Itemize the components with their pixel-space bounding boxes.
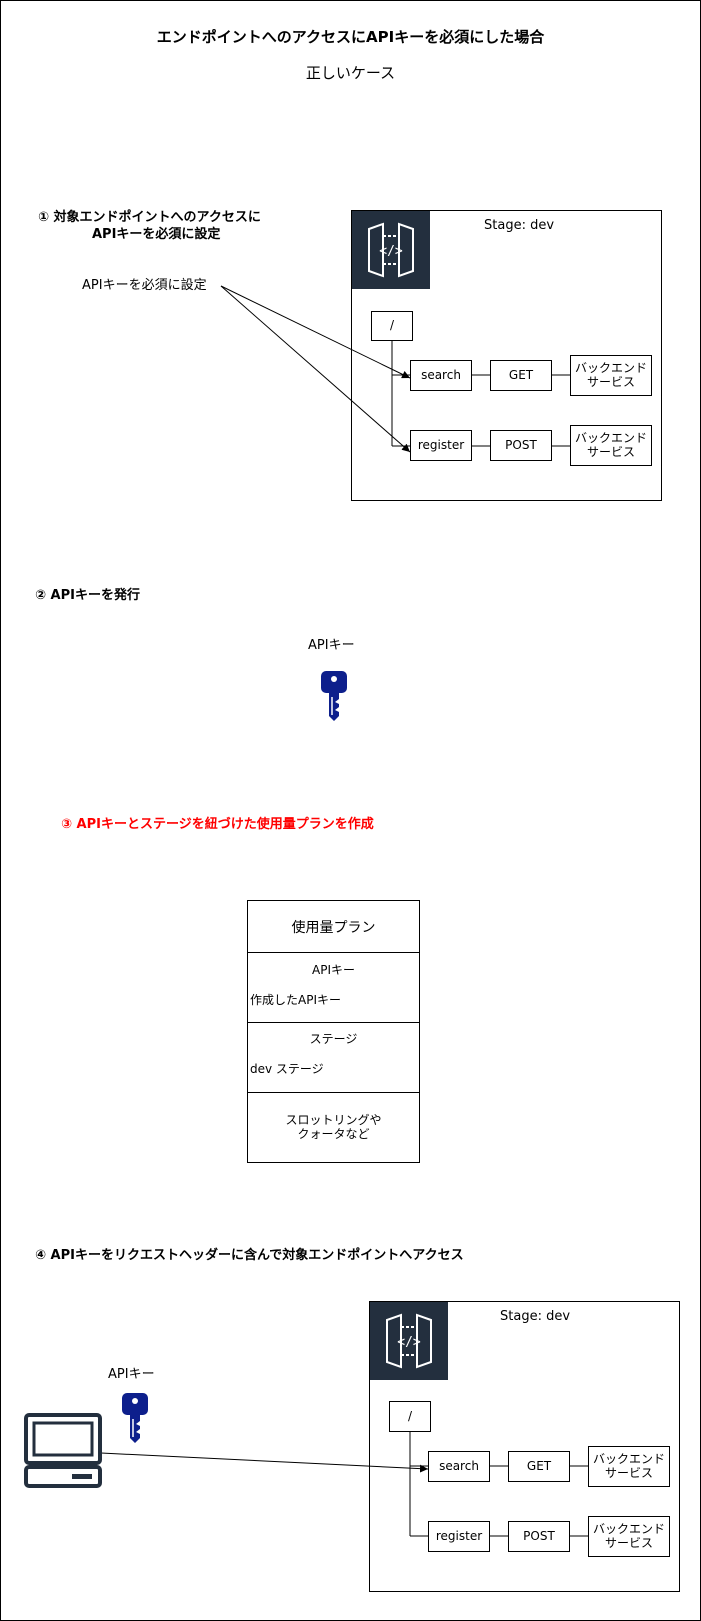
usage-plan-section-apikey-title: APIキー <box>312 963 355 977</box>
usage-plan-section-stage-item: dev ステージ <box>250 1062 324 1076</box>
api-gateway-icon: </> <box>352 211 430 289</box>
key-icon <box>121 1392 149 1444</box>
stage4-connectors <box>409 1431 588 1537</box>
api-key-label-step2: APIキー <box>308 638 355 653</box>
arrow-icon <box>220 285 411 453</box>
step1-heading-line2: APIキーを必須に設定 <box>92 227 221 242</box>
api-key-label-step4: APIキー <box>108 1367 155 1382</box>
method-post-1[interactable]: POST <box>490 430 552 461</box>
computer-icon <box>24 1413 102 1488</box>
resource-root-2[interactable]: / <box>389 1401 431 1432</box>
step1-annotation: APIキーを必須に設定 <box>82 278 207 293</box>
usage-plan-title: 使用量プラン <box>291 919 376 936</box>
usage-plan-section-throttling: スロットリングや クォータなど <box>248 1092 419 1163</box>
stage-container-1 <box>351 210 662 501</box>
resource-search-2[interactable]: search <box>428 1451 490 1482</box>
step1-heading-line1: ① 対象エンドポイントへのアクセスに <box>38 210 261 225</box>
usage-plan-section-stage: ステージ dev ステージ <box>248 1022 419 1092</box>
usage-plan-box: 使用量プラン APIキー 作成したAPIキー ステージ dev ステージ スロッ… <box>247 900 420 1163</box>
step2-heading: ② APIキーを発行 <box>35 588 140 603</box>
arrow-icon <box>220 285 411 379</box>
usage-plan-section-apikey: APIキー 作成したAPIキー <box>248 952 419 1022</box>
method-get-1[interactable]: GET <box>490 360 552 391</box>
method-post-2[interactable]: POST <box>508 1521 570 1552</box>
usage-plan-section-throttling-text: スロットリングや クォータなど <box>285 1113 382 1142</box>
svg-text:</>: </> <box>379 244 403 259</box>
page-title: エンドポイントへのアクセスにAPIキーを必須にした場合 <box>156 28 545 46</box>
step4-heading: ④ APIキーをリクエストヘッダーに含んで対象エンドポイントへアクセス <box>35 1248 464 1263</box>
backend-service-3: バックエンド サービス <box>588 1446 670 1487</box>
method-get-2[interactable]: GET <box>508 1451 570 1482</box>
api-gateway-icon: </> <box>370 1302 448 1380</box>
svg-text:</>: </> <box>397 1335 421 1350</box>
step3-heading: ③ APIキーとステージを紐づけた使用量プランを作成 <box>61 817 374 832</box>
backend-service-1: バックエンド サービス <box>570 355 652 396</box>
stage-label-2: Stage: dev <box>500 1309 571 1324</box>
usage-plan-section-stage-title: ステージ <box>309 1032 358 1046</box>
backend-service-4: バックエンド サービス <box>588 1516 670 1557</box>
resource-root-1[interactable]: / <box>371 311 413 341</box>
usage-plan-section-apikey-item: 作成したAPIキー <box>250 993 341 1007</box>
page-subtitle: 正しいケース <box>305 64 396 82</box>
resource-search-1[interactable]: search <box>410 360 472 391</box>
stage-label-1: Stage: dev <box>484 218 555 233</box>
stage-container-2 <box>369 1301 680 1592</box>
arrow-icon <box>100 1452 429 1473</box>
step1-arrows <box>220 285 411 453</box>
resource-register-2[interactable]: register <box>428 1521 490 1552</box>
backend-service-2: バックエンド サービス <box>570 425 652 466</box>
resource-register-1[interactable]: register <box>410 430 472 461</box>
key-icon <box>320 670 348 722</box>
